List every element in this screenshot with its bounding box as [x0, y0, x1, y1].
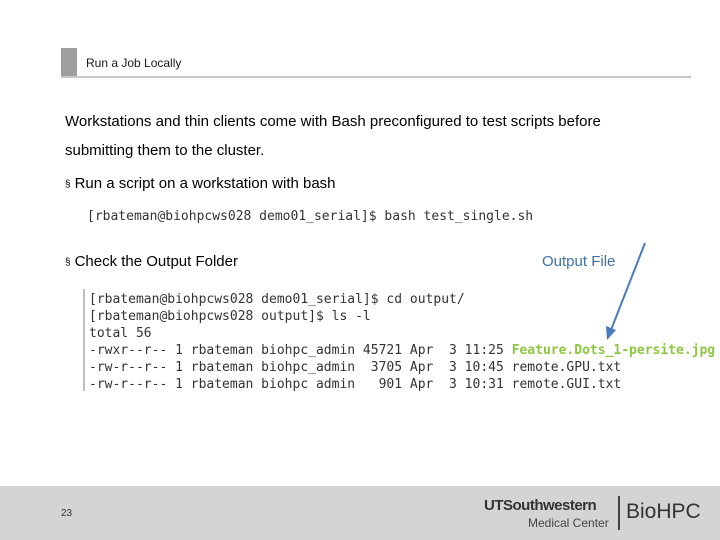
file-row: -rwxr--r-- 1 rbateman biohpc_admin 45721…	[89, 342, 715, 359]
terminal-line: [rbateman@biohpcws028 demo01_serial]$ cd…	[89, 292, 465, 307]
logo-biohpc: BioHPC	[626, 500, 701, 523]
file-row-meta: -rw-r--r-- 1 rbateman biohpc_admin 3705 …	[89, 360, 512, 375]
file-name-highlighted: Feature.Dots_1-persite.jpg	[511, 343, 716, 358]
command-bash-test: [rbateman@biohpcws028 demo01_serial]$ ba…	[87, 209, 534, 224]
file-name: remote.GPU.txt	[511, 360, 622, 375]
bullet-mark: §	[65, 179, 71, 190]
bullet-mark: §	[65, 257, 71, 268]
intro-line-1: Workstations and thin clients come with …	[65, 113, 601, 130]
page-number: 23	[61, 508, 73, 519]
file-row-meta: -rwxr--r-- 1 rbateman biohpc_admin 45721…	[89, 343, 512, 358]
slide-title: Run a Job Locally	[86, 56, 182, 70]
terminal-line: total 56	[89, 326, 152, 341]
file-row: -rw-r--r-- 1 rbateman biohpc_admin 3705 …	[89, 359, 621, 376]
bullet-run-script: §Run a script on a workstation with bash	[65, 175, 336, 192]
bullet-check-output-text: Check the Output Folder	[74, 253, 238, 270]
terminal-output: [rbateman@biohpcws028 demo01_serial]$ cd…	[83, 289, 715, 393]
bullet-run-script-text: Run a script on a workstation with bash	[74, 175, 336, 192]
title-accent-block	[61, 48, 77, 76]
intro-paragraph: Workstations and thin clients come with …	[65, 107, 705, 165]
slide-footer: 23 UTSouthwestern Medical Center BioHPC	[0, 486, 720, 540]
intro-line-2: submitting them to the cluster.	[65, 142, 265, 159]
bullet-check-output: §Check the Output Folder	[65, 253, 238, 270]
output-file-label: Output File	[542, 253, 616, 270]
logo-divider	[618, 496, 620, 530]
file-row-meta: -rw-r--r-- 1 rbateman biohpc admin 901 A…	[89, 377, 512, 392]
file-name: remote.GUI.txt	[511, 377, 622, 392]
utsw-biohpc-logo: UTSouthwestern Medical Center BioHPC	[484, 494, 704, 534]
logo-medical-center: Medical Center	[528, 516, 609, 530]
slide-title-bar: Run a Job Locally	[61, 48, 691, 78]
logo-ut-southwestern: UTSouthwestern	[484, 497, 597, 514]
terminal-line: [rbateman@biohpcws028 output]$ ls -l	[89, 309, 371, 324]
file-row: -rw-r--r-- 1 rbateman biohpc admin 901 A…	[89, 376, 621, 393]
